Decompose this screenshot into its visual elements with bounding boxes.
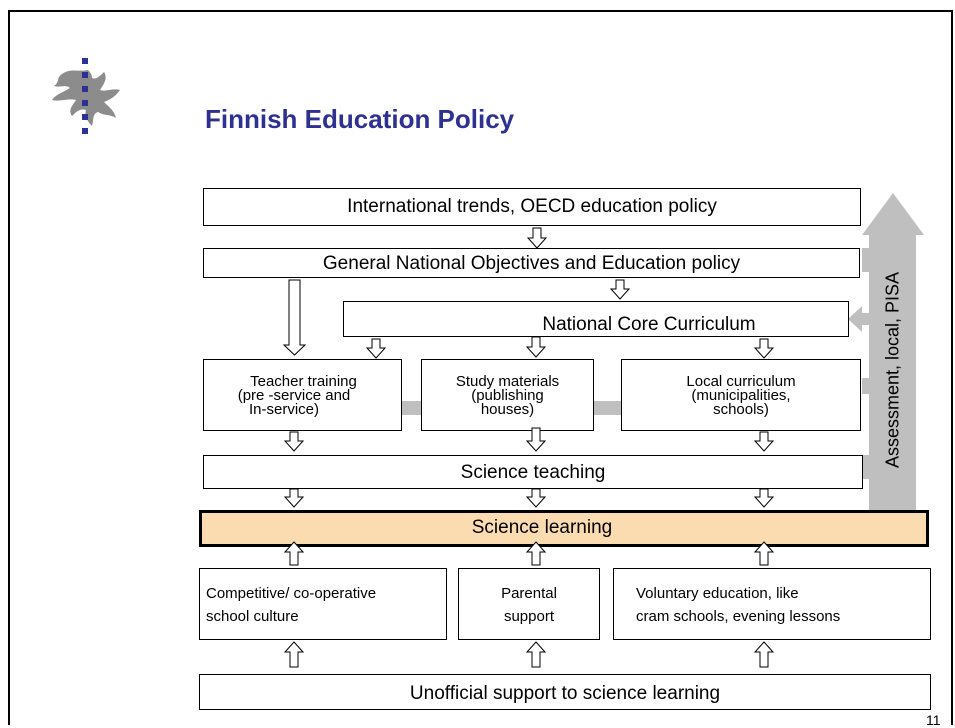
teacher-training-box: Teacher training (pre -service and In-se…: [203, 359, 402, 431]
study-materials-line-1: Study materials: [455, 373, 560, 390]
arrow-down-training-to-teaching: [283, 431, 305, 452]
core-curriculum-label: National Core Curriculum: [542, 314, 756, 335]
science-learning-label: Science learning: [471, 517, 613, 538]
arrow-down-teaching-right: [753, 488, 775, 508]
arrow-down-teaching-center: [525, 488, 547, 508]
university-flame-logo: [52, 58, 120, 134]
study-materials-line-3: houses): [480, 401, 535, 418]
assessment-up-arrow: [862, 193, 924, 512]
school-culture-line-2: school culture: [206, 608, 299, 625]
page-number: 11: [926, 712, 941, 728]
study-materials-box: Study materials (publishing houses): [421, 359, 594, 431]
international-trends-box: International trends, OECD education pol…: [203, 188, 861, 226]
voluntary-education-line-1: Voluntary education, like: [636, 585, 799, 602]
arrow-down-core-to-training: [365, 338, 387, 359]
arrow-up-unofficial-to-parental: [525, 641, 547, 668]
study-materials-line-2: (publishing: [471, 387, 544, 404]
teacher-training-line-1: Teacher training: [250, 373, 357, 390]
arrow-down-teaching-left: [283, 488, 305, 508]
arrow-notch-3: [862, 455, 874, 479]
local-curriculum-box: Local curriculum (municipalities, school…: [621, 359, 861, 431]
core-curriculum-left-arrow: [848, 306, 870, 332]
teacher-training-line-2: (pre -service and: [237, 387, 351, 404]
voluntary-education-box: Voluntary education, like cram schools, …: [613, 568, 931, 640]
arrow-down-local-to-teaching: [753, 431, 775, 452]
slide-frame: [8, 10, 953, 725]
arrow-down-core-to-local: [753, 338, 775, 359]
school-culture-line-1: Competitive/ co-operative: [206, 585, 377, 602]
arrow-up-parental-to-learning: [525, 541, 547, 566]
arrow-up-unofficial-to-culture: [283, 641, 305, 668]
general-objectives-box: General National Objectives and Educatio…: [203, 248, 860, 278]
parental-support-line-2: support: [503, 608, 555, 625]
arrow-down-core-to-materials: [525, 336, 547, 358]
local-curriculum-line-1: Local curriculum: [686, 373, 796, 390]
core-curriculum-box: National Core Curriculum: [343, 301, 849, 337]
connector-materials-local: [594, 401, 624, 415]
international-trends-label: International trends, OECD education pol…: [347, 196, 717, 217]
general-objectives-label: General National Objectives and Educatio…: [322, 253, 741, 274]
arrow-down-intl-to-general: [526, 227, 548, 249]
science-learning-box: Science learning: [199, 510, 929, 547]
science-teaching-box: Science teaching: [203, 455, 863, 489]
local-curriculum-line-2: (municipalities,: [691, 387, 791, 404]
arrow-down-general-to-core: [609, 279, 631, 300]
unofficial-support-box: Unofficial support to science learning: [199, 674, 931, 710]
slide-title: Finnish Education Policy: [205, 104, 515, 134]
parental-support-box: Parental support: [458, 568, 600, 640]
arrow-up-voluntary-to-learning: [753, 541, 775, 566]
voluntary-education-line-2: cram schools, evening lessons: [636, 608, 841, 625]
arrow-notch-1: [862, 248, 874, 272]
connector-training-materials: [402, 401, 426, 415]
arrow-up-culture-to-learning: [283, 541, 305, 566]
teacher-training-line-3: In-service): [248, 401, 319, 418]
arrow-down-materials-to-teaching: [525, 427, 547, 452]
parental-support-line-1: Parental: [501, 585, 557, 602]
local-curriculum-line-3: schools): [713, 401, 769, 418]
arrow-up-unofficial-to-voluntary: [753, 641, 775, 668]
unofficial-support-label: Unofficial support to science learning: [409, 683, 721, 704]
arrow-notch-2: [862, 378, 874, 394]
arrow-down-general-to-training: [282, 279, 307, 356]
science-teaching-label: Science teaching: [460, 462, 606, 483]
school-culture-box: Competitive/ co-operative school culture: [199, 568, 447, 640]
